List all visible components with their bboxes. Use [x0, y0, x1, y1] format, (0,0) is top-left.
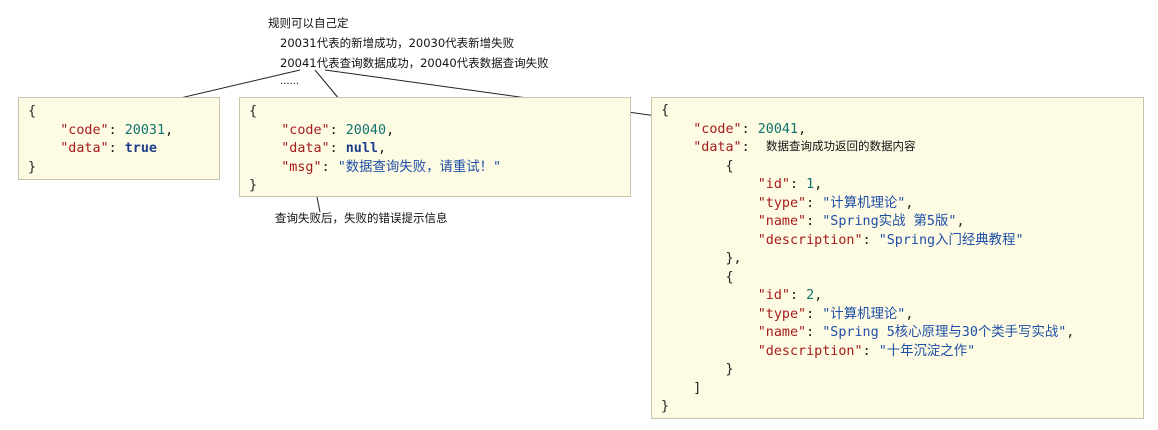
data-key: "data" — [60, 141, 109, 156]
brace-close: } — [661, 399, 670, 414]
name-key: "name" — [757, 325, 807, 340]
msg-note: 查询失败后，失败的错误提示信息 — [275, 211, 448, 225]
code-key: "code" — [693, 121, 742, 137]
array-close: ] — [693, 380, 702, 396]
description-value: "十年沉淀之作" — [878, 343, 976, 359]
id-value: 2 — [806, 288, 815, 303]
code-value: 20031 — [124, 122, 166, 138]
msg-key: "msg" — [281, 159, 322, 175]
code-value: 20040 — [345, 122, 387, 138]
type-key: "type" — [757, 195, 807, 211]
data-value: null — [345, 141, 378, 156]
name-value: "Spring 5核心原理与30个类手写实战" — [822, 325, 1067, 340]
data-key: "data" — [693, 140, 742, 155]
json-code-block: { "code": 20031, "data": true } — [28, 104, 174, 175]
data-note: 数据查询成功返回的数据内容 — [766, 139, 916, 153]
object-close: } — [725, 362, 734, 377]
rules-title: 规则可以自己定 — [268, 16, 349, 30]
data-value: true — [124, 141, 157, 156]
brace-open: { — [249, 104, 258, 119]
object-close: }, — [725, 251, 742, 266]
brace-close: } — [249, 178, 258, 193]
type-key: "type" — [757, 306, 807, 322]
msg-value: "数据查询失败，请重试！" — [337, 159, 502, 175]
type-value: "计算机理论" — [822, 306, 906, 322]
description-key: "description" — [757, 232, 863, 248]
rule-line-2: 20041代表查询数据成功，20040代表数据查询失败 — [280, 56, 549, 70]
rule-line-1: 20031代表的新增成功，20030代表新增失败 — [280, 36, 515, 50]
rule-more: ...... — [280, 76, 300, 87]
name-key: "name" — [757, 214, 807, 229]
object-open: { — [725, 158, 734, 174]
name-value: "Spring实战 第5版" — [822, 214, 957, 229]
data-key: "data" — [281, 141, 330, 156]
json-box-add-success: { "code": 20031, "data": true } — [18, 97, 220, 180]
json-box-query-success: { "code": 20041, "data": { "id": 1, "typ… — [651, 97, 1144, 419]
type-value: "计算机理论" — [822, 195, 906, 211]
id-value: 1 — [806, 177, 815, 192]
object-open: { — [725, 269, 734, 285]
id-key: "id" — [757, 288, 790, 303]
description-key: "description" — [757, 343, 863, 359]
data-separator: : — [741, 140, 750, 155]
brace-open: { — [28, 104, 37, 119]
id-key: "id" — [757, 177, 790, 192]
json-box-query-fail: { "code": 20040, "data": null, "msg": "数… — [239, 97, 631, 197]
description-value: "Spring入门经典教程" — [878, 232, 1024, 248]
code-key: "code" — [60, 122, 109, 138]
json-code-block: { "code": 20041, "data": { "id": 1, "typ… — [661, 103, 1075, 414]
brace-close: } — [28, 159, 37, 175]
code-key: "code" — [281, 122, 330, 138]
json-code-block: { "code": 20040, "data": null, "msg": "数… — [249, 104, 502, 193]
code-value: 20041 — [757, 121, 799, 137]
brace-open: { — [661, 103, 670, 118]
